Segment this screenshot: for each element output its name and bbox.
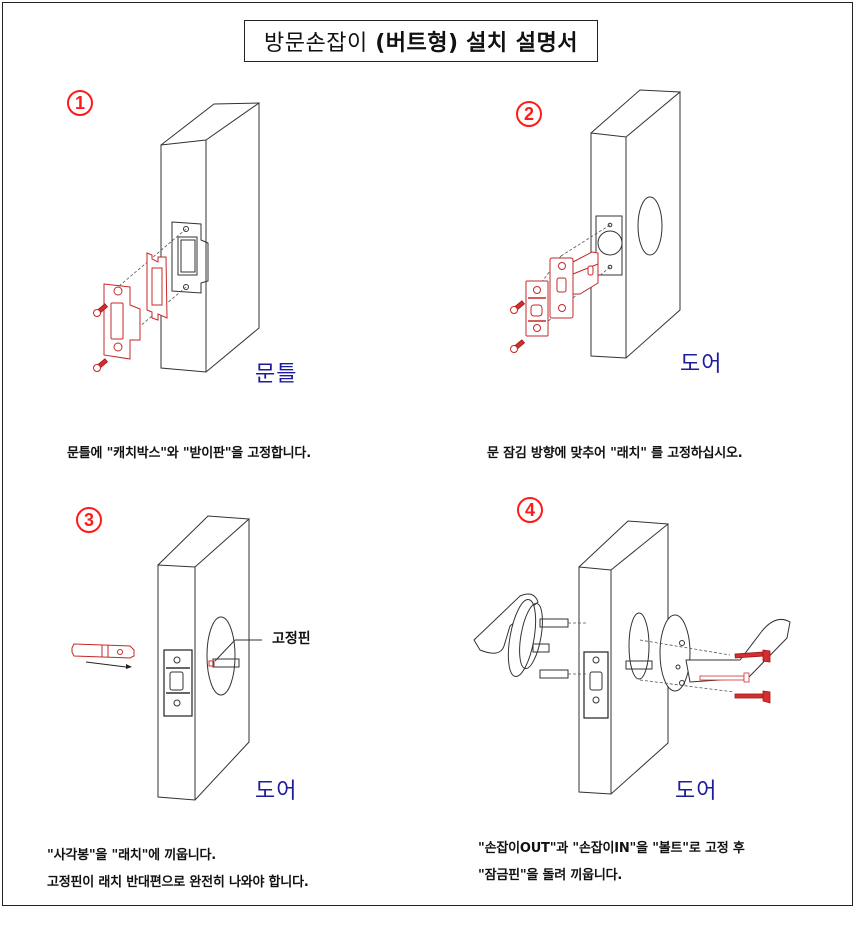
title-regular: 방문손잡이 [264, 31, 368, 56]
step-3-number-badge: 3 [76, 507, 102, 533]
title-suffix: 설치 설명서 [466, 31, 578, 56]
title-bold: (버트형) [375, 31, 459, 56]
step-1-label-door-frame: 문틀 [255, 362, 298, 387]
step-4-number-badge: 4 [517, 497, 543, 523]
step-2-illustration-door-latch [510, 89, 681, 359]
step-4-caption-line-2: "잠금핀"을 돌려 끼웁니다. [478, 868, 623, 883]
step-1-illustration-door-frame [93, 102, 260, 373]
step-4-label-door: 도어 [675, 779, 718, 804]
step-4-caption-line-1: "손잡이OUT"과 "손잡이IN"을 "볼트"로 고정 후 [478, 841, 745, 856]
step-3-caption-line-2: 고정핀이 래치 반대편으로 완전히 나와야 합니다. [47, 875, 309, 890]
step-1-caption: 문틀에 "캐치박스"와 "받이판"을 고정합니다. [67, 446, 311, 461]
step-4-illustration-handles [473, 520, 791, 795]
step-3-number: 3 [83, 509, 94, 530]
step-3-illustration-spindle [71, 515, 262, 801]
step-3-caption-line-1: "사각봉"을 "래치"에 끼웁니다. [47, 848, 217, 863]
step-2-number-badge: 2 [516, 101, 542, 127]
step-1-number: 1 [74, 92, 85, 113]
step-4-number: 4 [524, 499, 535, 520]
step-2-label-door: 도어 [680, 352, 723, 377]
step-1-number-badge: 1 [67, 90, 93, 116]
page-title: 방문손잡이 (버트형) 설치 설명서 [244, 20, 598, 62]
step-3-callout-fixing-pin: 고정핀 [272, 631, 311, 647]
step-2-number: 2 [523, 103, 534, 124]
document-frame [2, 2, 853, 906]
step-2-caption: 문 잠김 방향에 맞추어 "래치" 를 고정하십시오. [487, 446, 743, 461]
step-3-label-door: 도어 [255, 779, 298, 804]
